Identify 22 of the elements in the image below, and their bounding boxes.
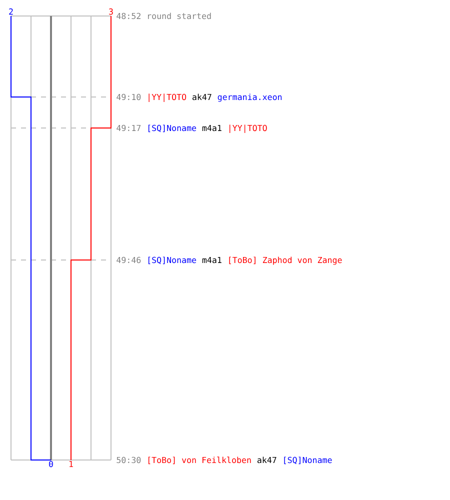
weapon-name: ak47 [192,94,212,100]
player-name: [ToBo] Zaphod von Zange [229,256,342,265]
time-label: 49:17 [116,124,141,132]
count-label: 3 [109,8,113,15]
player-name: [ToBo] von Feilkloben [148,456,251,464]
player-name: |YY|TOTO [230,124,267,133]
weapon-name: m4a1 [202,124,222,132]
player-name: [SQ]Noname [148,124,196,132]
time-label: 50:30 [116,456,141,464]
player-name: [SQ]Noname [148,256,196,264]
player-name: |YY|TOTO [148,94,186,102]
weapon-name: m4a1 [202,256,222,264]
weapon-name: ak47 [257,456,276,464]
time-label: 48:52 [116,12,140,20]
time-label: 49:10 [116,94,141,100]
event-text: round started [148,12,211,20]
player-name: [SQ]Noname [284,456,332,464]
count-label: 2 [9,8,13,15]
time-label: 49:46 [116,256,141,264]
player-name: germania.xeon [218,94,282,102]
count-label: 1 [70,460,73,467]
count-label: 0 [49,460,53,468]
